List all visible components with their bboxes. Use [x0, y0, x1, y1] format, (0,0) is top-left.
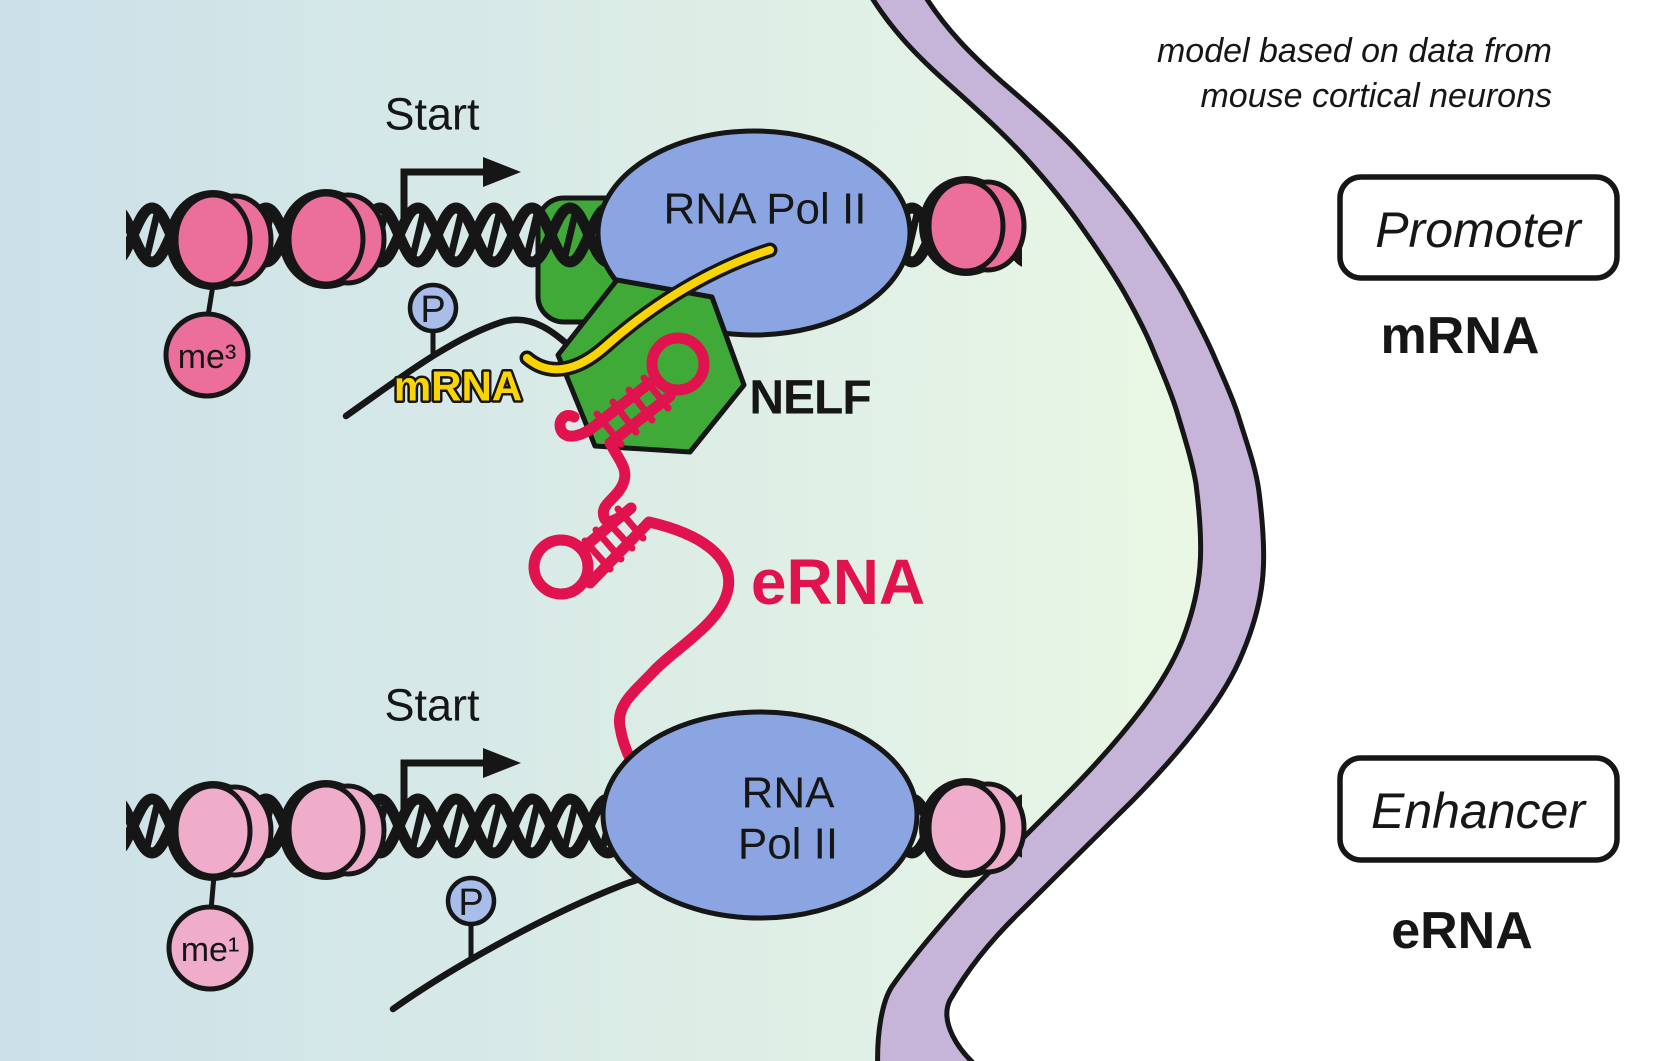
start-label: Start [384, 89, 480, 140]
mrna-label: mRNA [394, 363, 522, 410]
enhancer-box [1337, 755, 1620, 863]
methyl-stick [208, 875, 217, 911]
methyl-mark-label: me¹ [181, 931, 240, 969]
rna-pol-ii-enhancer [600, 709, 920, 921]
membrane-inner-edge [870, 0, 1204, 1061]
rna-pol-ii-promoter [595, 128, 913, 338]
methyl-mark-circle [163, 311, 251, 399]
methyl-mark-circle [166, 904, 254, 992]
mrna-strand [523, 246, 774, 374]
phospho-circle [445, 875, 497, 927]
phospho-label: P [458, 882, 483, 924]
promoter-assembly: Start me³ P RNA Pol II NELF mRNA [126, 89, 1024, 455]
note: model based on data from mouse cortical … [1157, 32, 1552, 115]
nucleosome [919, 176, 1024, 276]
nucleus [0, 0, 1267, 1061]
promoter-box-label: Promoter [1375, 202, 1583, 258]
promoter-rna-label: mRNA [1381, 307, 1540, 365]
enhancer-assembly: Start me¹ P RNA Pol II [126, 680, 1024, 1013]
nucleosome [919, 778, 1024, 878]
nelf-label: NELF [749, 372, 870, 425]
erna-hairpin-loop-2 [528, 534, 594, 600]
methyl-stick [205, 284, 216, 317]
note-line-1: model based on data from [1157, 32, 1552, 70]
legend: Promoter mRNA Enhancer eRNA [1337, 174, 1620, 960]
note-line-2: mouse cortical neurons [1200, 77, 1552, 115]
erna-molecule: eRNA [528, 332, 925, 831]
promoter-box [1337, 174, 1620, 281]
rna-pol-ii-label-line1: RNA [742, 769, 836, 818]
methyl-mark-label: me³ [178, 338, 237, 376]
enhancer-box-label: Enhancer [1371, 783, 1587, 839]
erna-hairpin-loop-1 [646, 332, 710, 396]
rna-pol-ii-label: RNA Pol II [664, 185, 867, 234]
phospho-circle [407, 282, 459, 334]
membrane-outer-edge [924, 0, 1267, 1061]
start-label: Start [384, 680, 480, 731]
erna-stem-1a [554, 372, 662, 442]
nucleosome [279, 780, 384, 880]
nucleosome [279, 189, 384, 289]
nucleosome [166, 190, 271, 290]
erna-molecule-label: eRNA [751, 546, 925, 618]
rna-pol-ii-label-line2: Pol II [738, 820, 838, 869]
nucleosome [166, 781, 271, 881]
phospho-label: P [420, 289, 445, 331]
pol2-ctd-tail [342, 316, 584, 420]
enhancer-rna-label: eRNA [1391, 902, 1533, 960]
